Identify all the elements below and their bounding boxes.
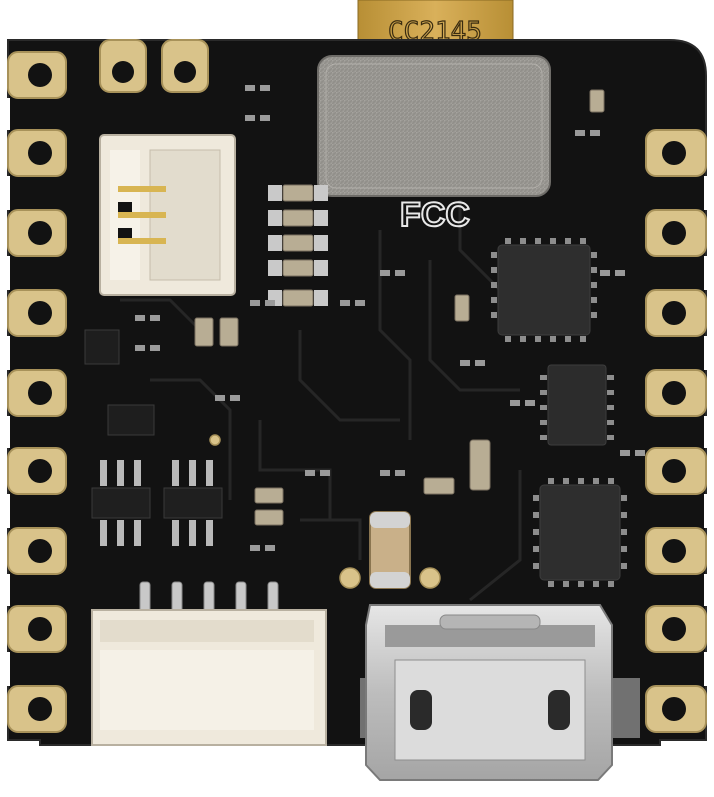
six-pin-connector (91, 581, 327, 746)
qfn-ic-main (491, 238, 597, 342)
right-castellated-pads (645, 129, 714, 733)
left-castellated-pads (0, 51, 67, 733)
rf-shield (317, 55, 551, 197)
test-pads (209, 434, 441, 589)
fcc-mark: FCC (400, 196, 470, 234)
bulk-capacitor (369, 511, 411, 589)
small-ic-left (84, 329, 155, 436)
sot-transistors (91, 460, 223, 546)
passive-components (135, 85, 645, 551)
three-pin-connector (99, 134, 236, 296)
micro-usb-port (360, 604, 640, 781)
fcc-logo-icon: FCC (399, 195, 471, 235)
qfn-ic-usb (533, 478, 627, 587)
qfn-ic-sensor (540, 364, 614, 446)
